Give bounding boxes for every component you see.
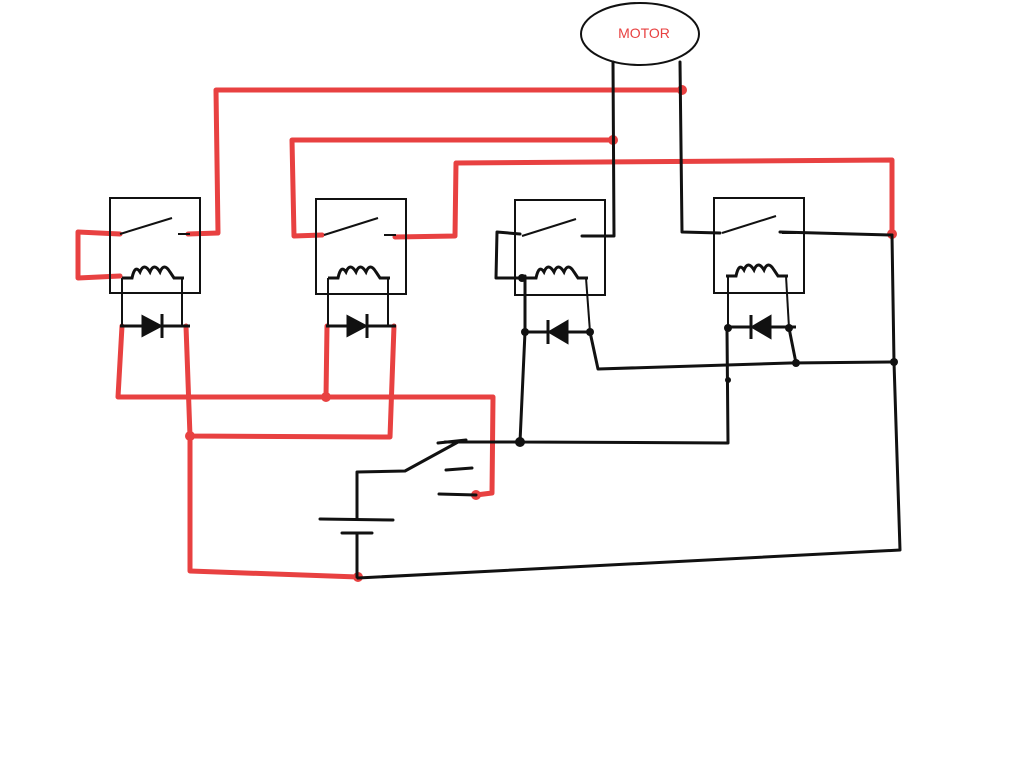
battery: [318, 517, 395, 579]
motor: MOTOR: [580, 2, 700, 66]
motor-right-lead: [678, 60, 722, 235]
black-wires: [355, 60, 902, 580]
relay-3: [514, 199, 606, 333]
red-wire-relay2-to-relay4: [392, 157, 895, 240]
red-wire-relay1-loop: [75, 229, 123, 281]
diode-1: [120, 314, 190, 338]
relay-3-switch: [521, 218, 577, 237]
relay-1-switch: [119, 217, 173, 235]
relay-4-switch: [721, 215, 777, 234]
diode-4: [726, 314, 796, 340]
motor-label: MOTOR: [618, 25, 670, 41]
relay-4: [713, 197, 805, 329]
relay-4-coil: [726, 263, 788, 278]
relay-1: [109, 197, 201, 326]
battery-to-switch: [355, 440, 460, 520]
red-wire-diode1-right: [183, 323, 397, 440]
relay-3-coil: [522, 265, 588, 280]
relay3-loop: [494, 230, 524, 280]
red-wire-diode2-left: [323, 323, 330, 400]
red-wire-to-battery: [187, 433, 361, 580]
red-wire-relay2-to-motor: [289, 137, 616, 239]
diode-2: [326, 314, 396, 338]
relay3-diode-right: [588, 330, 896, 371]
diode-3: [525, 319, 592, 345]
right-rail: [356, 233, 902, 580]
relay4-diode-right: [787, 326, 798, 365]
relay4-switch-right: [778, 230, 894, 237]
relay-2-switch: [323, 217, 379, 236]
red-wires: [75, 87, 895, 580]
relay-2-coil: [328, 265, 390, 280]
dpdt-switch: [436, 438, 478, 497]
relay-1-coil: [122, 265, 184, 280]
red-wire-diode1-left: [115, 323, 496, 498]
red-wire-relay1-to-motor: [185, 87, 685, 237]
relay-2: [315, 198, 407, 326]
